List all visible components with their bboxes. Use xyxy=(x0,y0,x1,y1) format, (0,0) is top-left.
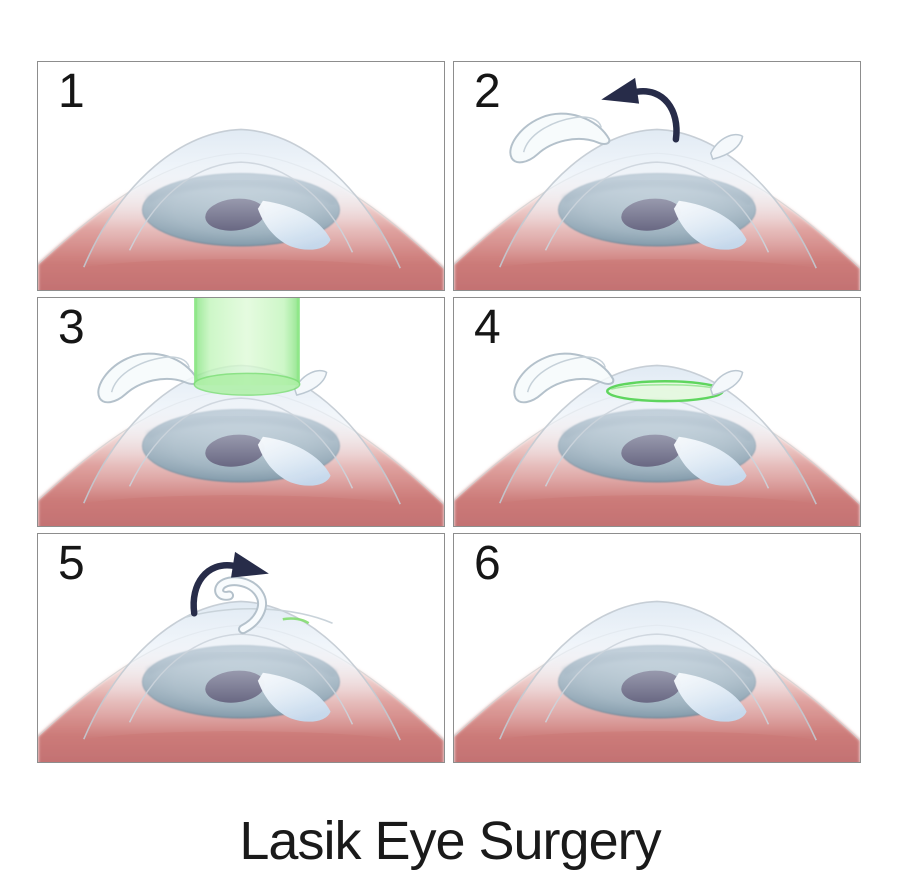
steps-grid: 1 2 3 xyxy=(37,61,861,763)
treated-zone xyxy=(606,380,724,403)
step-number: 2 xyxy=(474,65,501,118)
reshaped-cornea-illustration xyxy=(454,352,860,526)
step-panel-6: 6 xyxy=(453,533,861,763)
flap-repositioned-illustration xyxy=(38,534,444,762)
cornea-dome xyxy=(82,128,402,269)
step-number: 1 xyxy=(58,65,85,118)
step-panel-2: 2 xyxy=(453,61,861,291)
step-number: 4 xyxy=(474,301,501,354)
step-number: 3 xyxy=(58,301,85,354)
diagram-title: Lasik Eye Surgery xyxy=(239,811,661,871)
step-number: 5 xyxy=(58,537,85,590)
step-panel-4: 4 xyxy=(453,297,861,527)
step-number: 6 xyxy=(474,537,501,590)
step-panel-1: 1 xyxy=(37,61,445,291)
laser-beam-icon xyxy=(192,298,302,397)
healed-eye-illustration xyxy=(454,600,860,762)
corneal-flap-lifted-illustration xyxy=(454,62,860,290)
cornea-dome xyxy=(498,600,818,741)
eye-intact-illustration xyxy=(38,128,444,290)
cornea-dome xyxy=(498,128,818,269)
laser-reshaping-illustration xyxy=(38,298,444,526)
step-panel-3: 3 xyxy=(37,297,445,527)
cornea-dome xyxy=(82,600,402,741)
step-panel-5: 5 xyxy=(37,533,445,763)
